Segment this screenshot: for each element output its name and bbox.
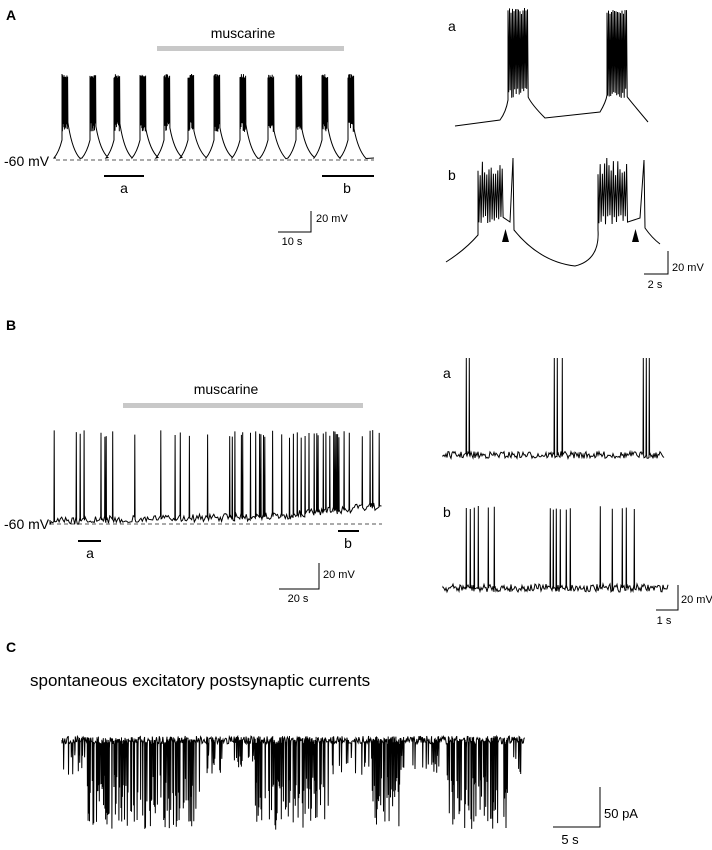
panel-b-inset-b-trace bbox=[442, 505, 669, 594]
panel-b-scale-v: 20 mV bbox=[323, 569, 355, 581]
panel-a-arrowhead-1 bbox=[502, 229, 509, 242]
panel-a-inset-b-trace bbox=[445, 157, 661, 267]
panel-a-muscarine-label: muscarine bbox=[211, 25, 276, 41]
panel-b-trace bbox=[49, 430, 382, 525]
panel-a-scale-v: 20 mV bbox=[316, 213, 348, 225]
panel-c-letter: C bbox=[6, 639, 16, 655]
panel-b-scale-bar bbox=[279, 563, 320, 590]
panel-b-inset-scale-bar bbox=[656, 585, 679, 611]
panel-c-scale-i: 50 pA bbox=[604, 806, 638, 821]
panel-b-scale-t: 20 s bbox=[288, 593, 309, 605]
panel-b-inset-a-trace bbox=[442, 357, 665, 461]
panel-b-inset-scale-v: 20 mV bbox=[681, 594, 712, 606]
panel-a-inset-b-label: b bbox=[448, 167, 456, 183]
panel-a-arrowhead-2 bbox=[632, 229, 639, 242]
panel-a: A muscarine -60 mV a b 20 mV 10 s a b 20… bbox=[4, 7, 704, 291]
panel-b-baseline-label: -60 mV bbox=[4, 516, 50, 532]
panel-a-inset-a-trace bbox=[454, 7, 649, 127]
panel-b-segment-a-label: a bbox=[86, 545, 94, 561]
panel-a-trace bbox=[52, 73, 375, 160]
panel-a-inset-a-label: a bbox=[448, 18, 456, 34]
panel-a-baseline-label: -60 mV bbox=[4, 153, 50, 169]
panel-b-segment-b-label: b bbox=[344, 535, 352, 551]
panel-b-inset-scale-t: 1 s bbox=[657, 615, 672, 627]
panel-b-inset-b-label: b bbox=[443, 504, 451, 520]
panel-b-letter: B bbox=[6, 317, 16, 333]
panel-a-scale-bar bbox=[278, 211, 312, 233]
panel-a-segment-b-label: b bbox=[343, 180, 351, 196]
panel-a-inset-scale-bar bbox=[644, 251, 669, 275]
panel-b: B muscarine -60 mV a b 20 mV 20 s a b 20… bbox=[4, 317, 712, 627]
panel-c-scale-t: 5 s bbox=[561, 832, 579, 847]
panel-c-trace bbox=[61, 734, 526, 830]
panel-a-inset-scale-t: 2 s bbox=[648, 279, 663, 291]
panel-b-muscarine-bar bbox=[123, 403, 363, 408]
panel-c: C spontaneous excitatory postsynaptic cu… bbox=[6, 639, 638, 847]
panel-a-segment-a-label: a bbox=[120, 180, 128, 196]
panel-a-letter: A bbox=[6, 7, 16, 23]
panel-c-title: spontaneous excitatory postsynaptic curr… bbox=[30, 671, 370, 690]
panel-a-scale-t: 10 s bbox=[282, 236, 303, 248]
panel-c-scale-bar bbox=[553, 787, 601, 828]
panel-b-inset-a-label: a bbox=[443, 365, 451, 381]
panel-a-muscarine-bar bbox=[157, 46, 344, 51]
panel-a-inset-scale-v: 20 mV bbox=[672, 262, 704, 274]
panel-b-muscarine-label: muscarine bbox=[194, 381, 259, 397]
